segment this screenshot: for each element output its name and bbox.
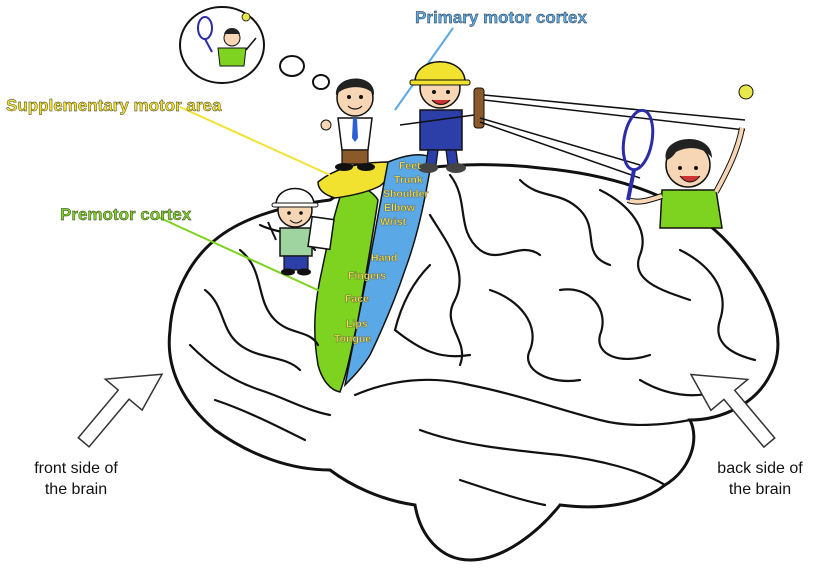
premotor-cortex-leader [157,216,323,293]
tennis-player-figure [621,84,754,229]
body-part-label-feet: Feet [399,160,421,172]
body-part-label-wrist: Wrist [380,216,407,228]
front-arrow-icon [77,373,164,448]
supplementary-motor-area-label: Supplementary motor area [6,96,222,115]
architect-figure [267,187,335,276]
primary-motor-cortex-label: Primary motor cortex [415,8,587,27]
front-side-label: front side of the brain [16,458,136,500]
body-part-label-lips: Lips [346,318,368,330]
back-side-label: back side of the brain [700,458,820,500]
premotor-cortex-label: Premotor cortex [60,205,192,224]
tennis-racket-icon [621,108,655,201]
back-arrow-icon [689,373,776,449]
body-part-label-trunk: Trunk [394,174,423,186]
body-part-label-face: Face [345,293,369,305]
front-side-label-line2: the brain [44,481,108,498]
back-side-label-line1: back side of [717,460,803,477]
back-side-label-line2: the brain [728,481,792,498]
front-side-label-line1: front side of [34,460,118,477]
brain-gyri [188,173,757,507]
tennis-ball-icon [738,84,754,100]
body-part-label-hand: Hand [371,252,398,264]
supplementary-motor-area-leader [179,106,331,176]
body-part-label-tongue: Tongue [334,333,372,345]
thought-bubble-tennis-figure [197,12,257,67]
boss-figure [320,78,375,171]
body-part-label-shoulder: Shoulder [383,188,429,200]
thought-bubble [179,6,330,90]
body-part-label-elbow: Elbow [384,202,415,214]
worker-hardhat-figure [399,61,746,179]
body-part-label-fingers: Fingers [348,270,386,282]
